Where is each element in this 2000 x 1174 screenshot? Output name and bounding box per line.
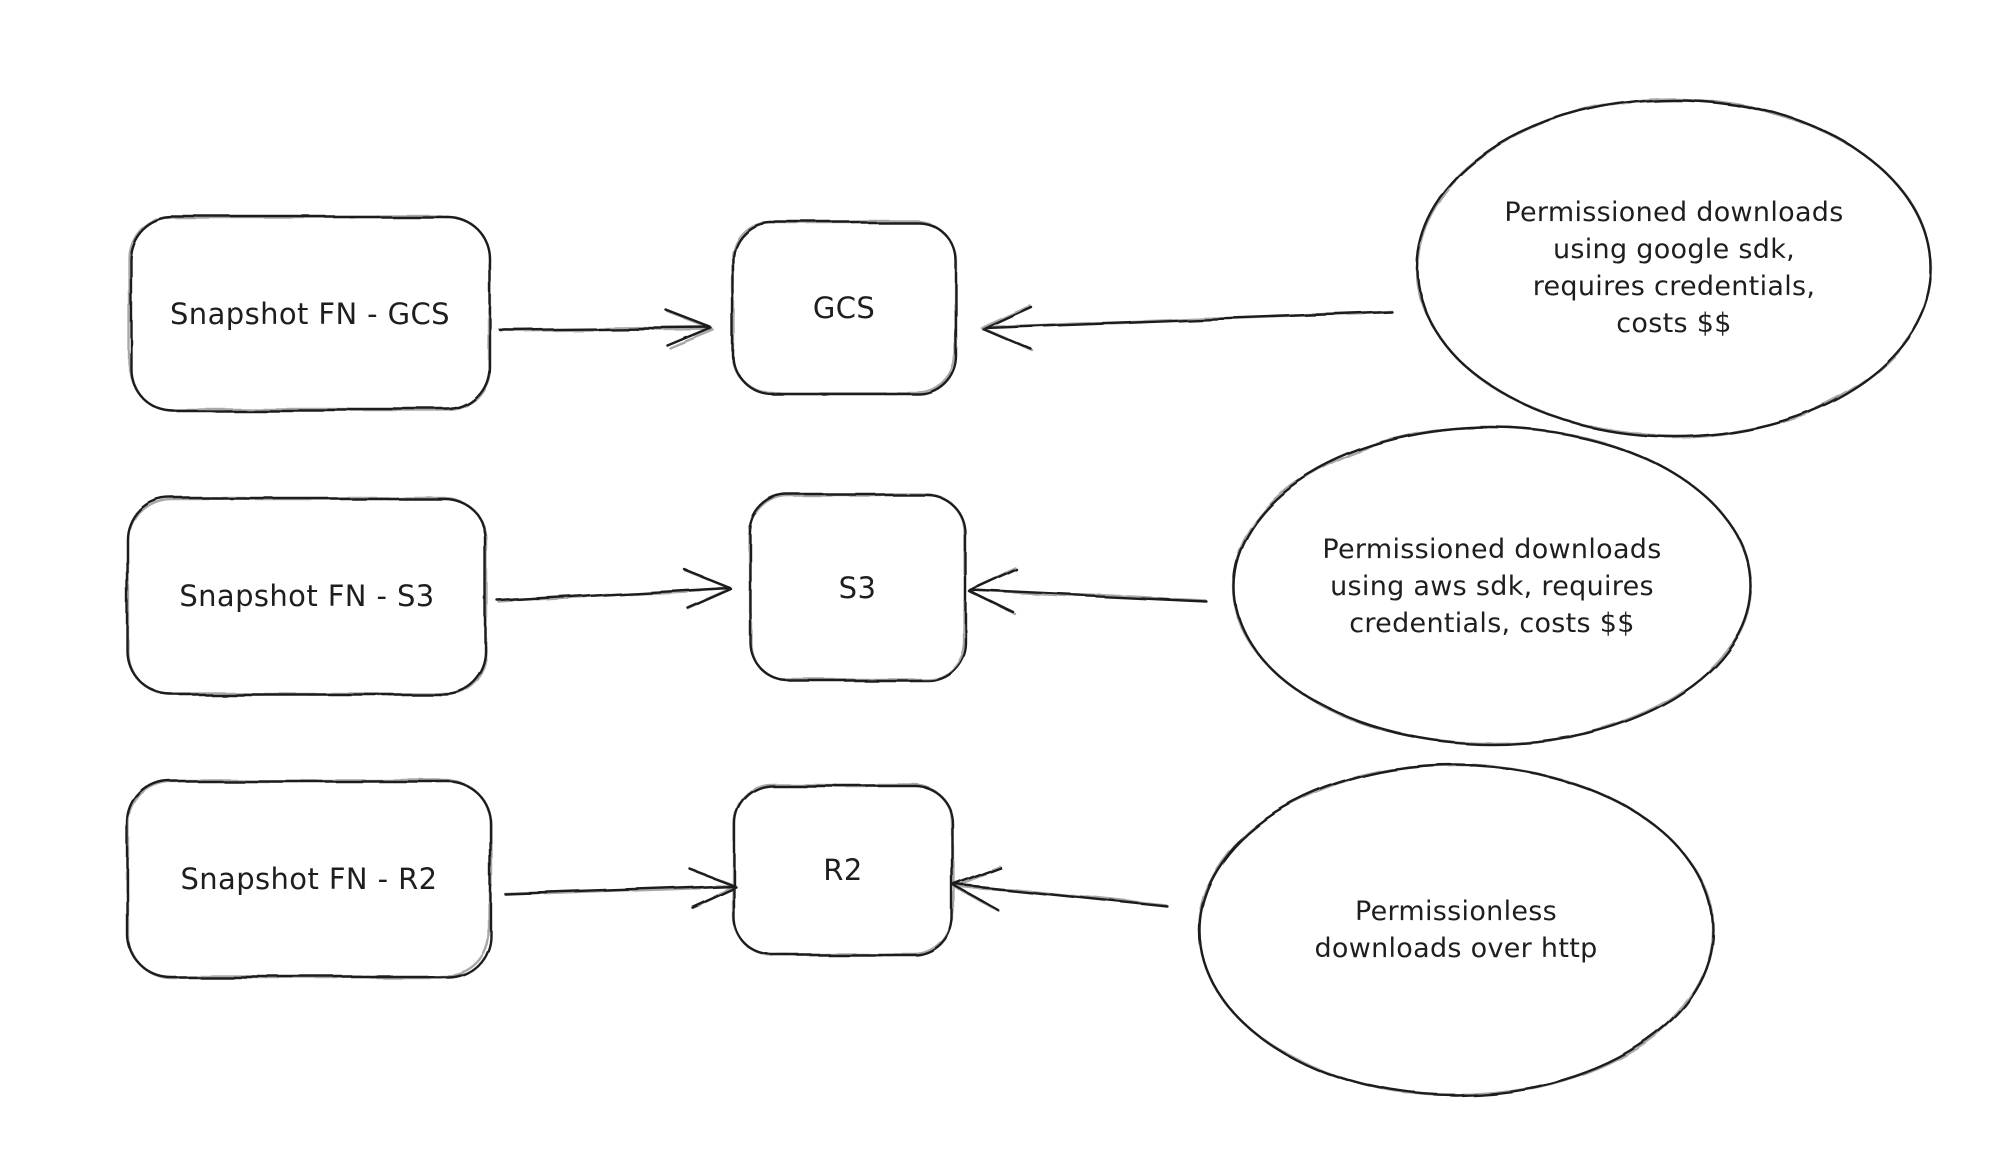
r2-annotation-ellipse [1197, 763, 1715, 1097]
gcs-box [731, 220, 957, 395]
snapshot-fn-s3-box [126, 496, 488, 696]
snapshot-fn-gcs-box [128, 215, 492, 412]
s3-box [748, 493, 967, 682]
snapshot-fn-r2-box [126, 779, 492, 979]
r2-box [732, 783, 954, 957]
s3-annotation-ellipse [1231, 426, 1753, 746]
arrow-gcs-annotation-to-gcs [980, 304, 1394, 351]
gcs-annotation-ellipse [1415, 98, 1933, 438]
sketch-overlay-stroke [126, 98, 1933, 1097]
